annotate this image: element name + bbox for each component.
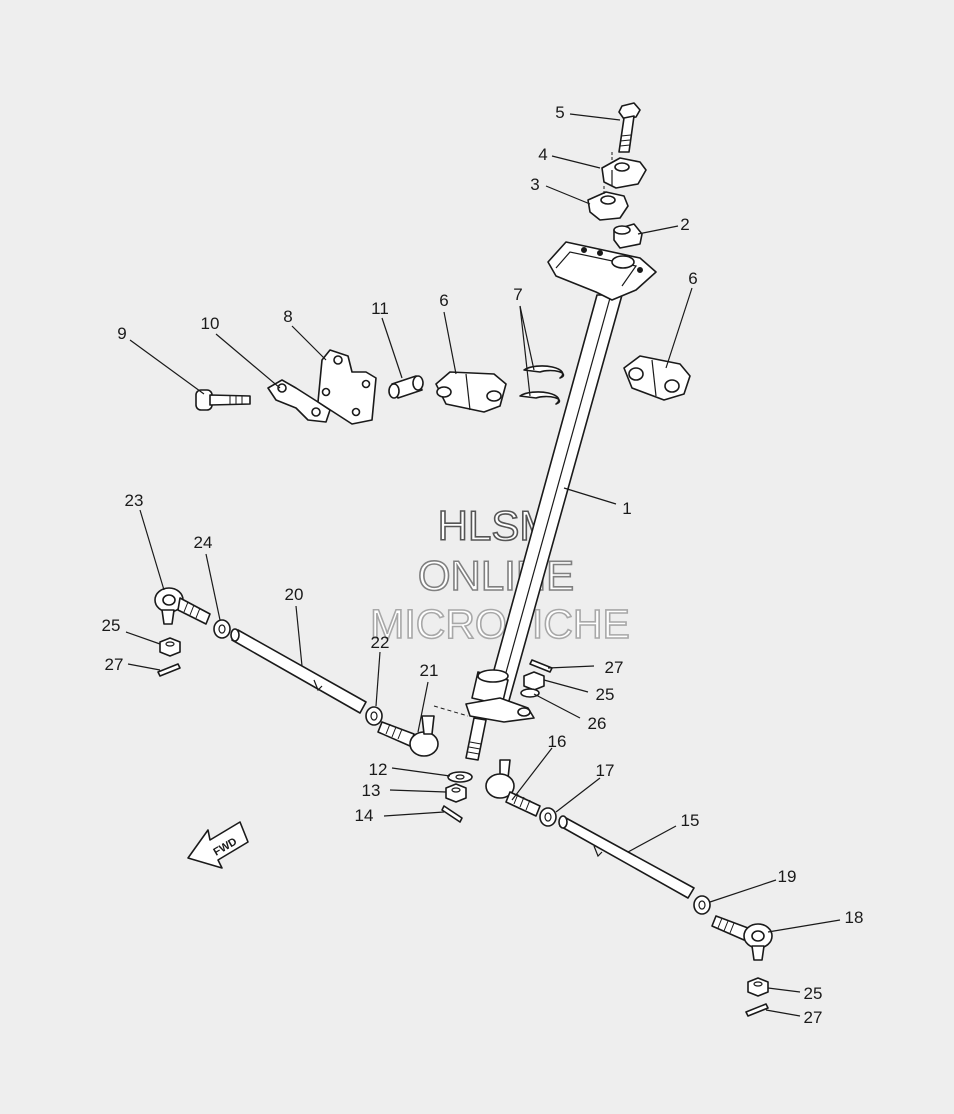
nut-25-center (523, 671, 545, 691)
callout-18: 18 (845, 908, 864, 927)
spring-washers-7 (519, 365, 565, 405)
nut-17 (539, 807, 557, 827)
leader-lines (125, 113, 841, 1017)
bolt-5 (618, 102, 641, 153)
nut-19 (693, 895, 711, 915)
holder-6-left (435, 371, 507, 413)
forward-direction-arrow-icon: FWD (187, 821, 249, 869)
callout-6-right: 6 (688, 269, 697, 288)
callout-15: 15 (681, 811, 700, 830)
nut-24 (213, 619, 231, 639)
steering-shaft (465, 241, 657, 761)
callout-5: 5 (555, 103, 564, 122)
callout-23: 23 (125, 491, 144, 510)
bracket-plate-8 (317, 349, 377, 425)
callout-22: 22 (371, 633, 390, 652)
callout-7: 7 (513, 285, 522, 304)
callout-27-right: 27 (804, 1008, 823, 1027)
callout-24: 24 (194, 533, 213, 552)
cotter-pin-27-left (157, 663, 181, 677)
callout-21: 21 (420, 661, 439, 680)
watermark: HLSM ONLINE MICROFICHE (369, 501, 630, 648)
nut-25-left (159, 637, 181, 657)
lock-plate-10 (267, 379, 331, 423)
washer-26 (520, 688, 540, 698)
holder-6-right (623, 355, 691, 401)
cotter-pin-14 (441, 805, 463, 823)
callout-27-left: 27 (105, 655, 124, 674)
nut-22 (365, 706, 383, 726)
ball-joint-21 (377, 715, 439, 757)
callout-25-left: 25 (102, 616, 121, 635)
callout-labels: 5 4 3 2 6 7 6 11 8 10 9 1 23 24 20 22 25… (102, 103, 864, 1027)
callout-13: 13 (362, 781, 381, 800)
callout-6-left: 6 (439, 291, 448, 310)
watermark-line-3: MICROFICHE (370, 601, 630, 647)
bolt-9 (195, 389, 251, 411)
callout-3: 3 (530, 175, 539, 194)
callout-9: 9 (117, 324, 126, 343)
callout-16: 16 (548, 732, 567, 751)
callout-10: 10 (201, 314, 220, 333)
callout-25-center: 25 (596, 685, 615, 704)
assembly-guides (433, 152, 613, 717)
callout-14: 14 (355, 806, 374, 825)
ball-joint-16 (485, 759, 541, 817)
collar-11 (388, 375, 424, 399)
nut-13 (445, 783, 467, 803)
cotter-pin-27-right (745, 1003, 769, 1017)
callout-1: 1 (622, 499, 631, 518)
watermark-line-2: ONLINE (418, 552, 574, 599)
washer-12 (447, 771, 473, 783)
bushing-2 (613, 223, 643, 249)
callout-17: 17 (596, 761, 615, 780)
ball-joint-23 (154, 587, 211, 625)
cotter-pin-27-center (529, 659, 553, 673)
clamp-3 (587, 191, 629, 221)
tie-rod-20 (230, 628, 367, 714)
callout-19: 19 (778, 867, 797, 886)
callout-25-right: 25 (804, 984, 823, 1003)
callout-27-center: 27 (605, 658, 624, 677)
callout-2: 2 (680, 215, 689, 234)
tie-rod-15 (558, 815, 695, 899)
callout-20: 20 (285, 585, 304, 604)
callout-12: 12 (369, 760, 388, 779)
clamp-4 (601, 157, 647, 189)
ball-joint-18 (711, 915, 773, 961)
callout-26: 26 (588, 714, 607, 733)
callout-4: 4 (538, 145, 547, 164)
nut-25-right (747, 977, 769, 997)
callout-11: 11 (371, 299, 389, 318)
callout-8: 8 (283, 307, 292, 326)
